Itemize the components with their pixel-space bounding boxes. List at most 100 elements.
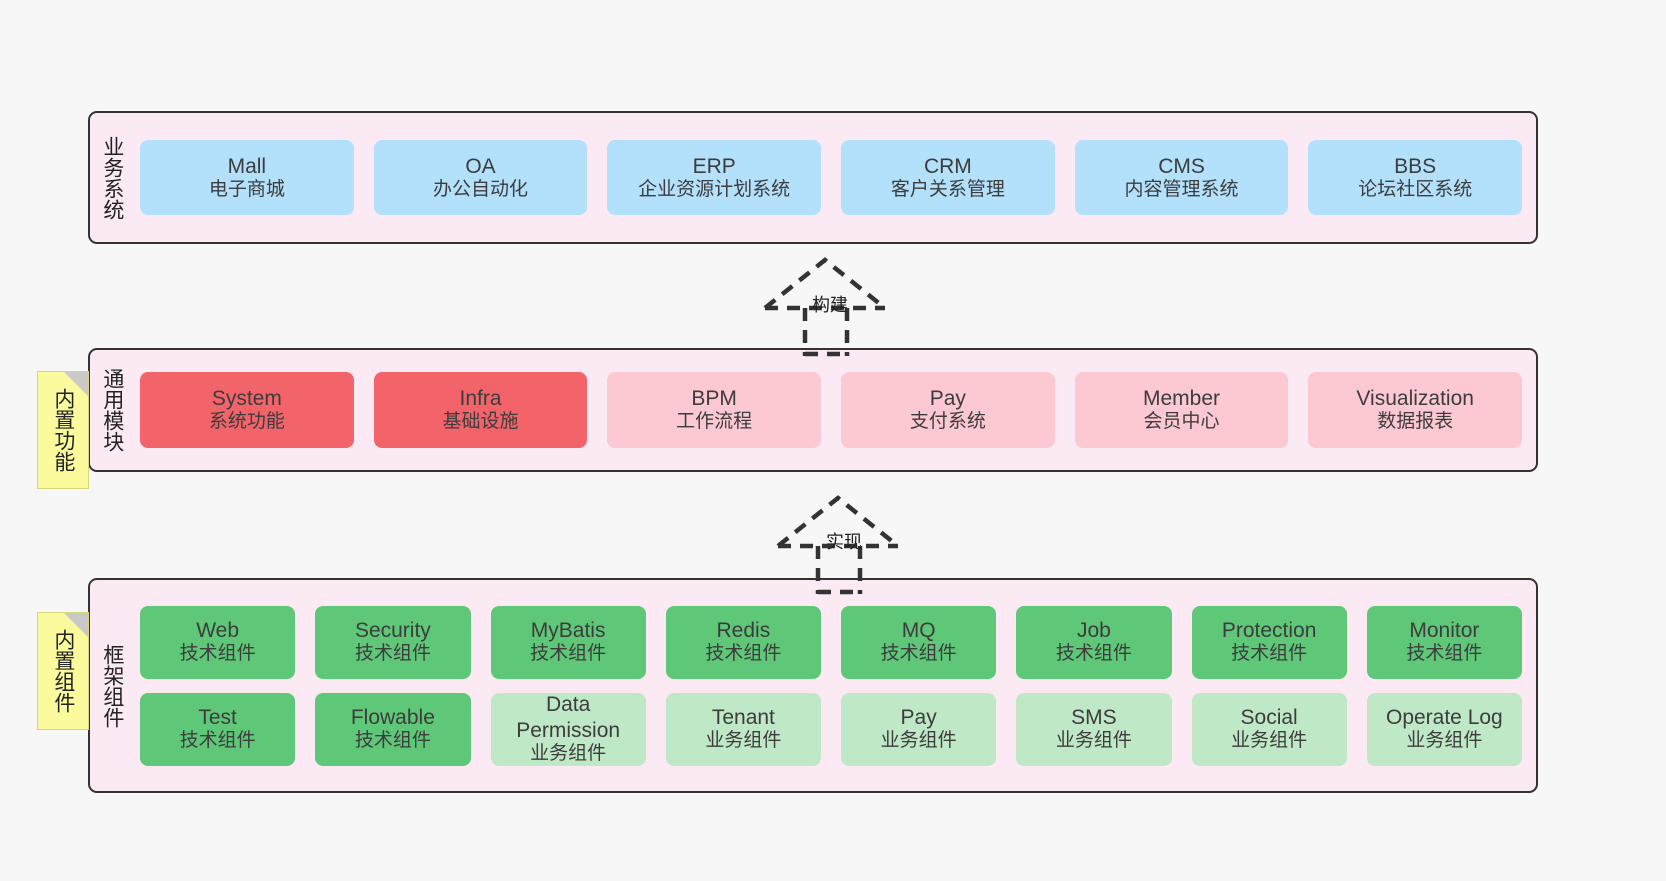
connector-build-arrow (763, 257, 887, 357)
node-security-cn: 技术组件 (354, 643, 431, 665)
node-flowable-en: Flowable (350, 706, 435, 729)
note-builtin-components: 内置组件 (37, 612, 89, 730)
node-cms-en: CMS (1158, 154, 1205, 178)
node-operate-log[interactable]: Operate Log 业务组件 (1366, 692, 1522, 766)
layer-business-body: Mall 电子商城 OA 办公自动化 ERP 企业资源计划系统 CRM 客户关系… (134, 113, 1536, 242)
node-mall-en: Mall (227, 154, 267, 178)
node-redis[interactable]: Redis 技术组件 (665, 605, 821, 679)
node-mq[interactable]: MQ 技术组件 (841, 605, 997, 679)
node-monitor[interactable]: Monitor 技术组件 (1366, 605, 1522, 679)
node-job-en: Job (1076, 619, 1111, 642)
node-web[interactable]: Web 技术组件 (140, 605, 296, 679)
node-web-en: Web (196, 619, 240, 642)
node-pay-module-cn: 支付系统 (909, 411, 986, 433)
node-pay-module[interactable]: Pay 支付系统 (841, 372, 1055, 448)
node-protection[interactable]: Protection 技术组件 (1191, 605, 1347, 679)
node-bbs-cn: 论坛社区系统 (1358, 178, 1473, 200)
node-pay-component-en: Pay (900, 706, 937, 729)
node-member[interactable]: Member 会员中心 (1074, 372, 1289, 448)
node-mall[interactable]: Mall 电子商城 (140, 140, 354, 215)
node-system-cn: 系统功能 (208, 411, 285, 433)
node-crm[interactable]: CRM 客户关系管理 (841, 140, 1055, 215)
node-mall-cn: 电子商城 (208, 178, 285, 200)
node-redis-cn: 技术组件 (705, 643, 782, 665)
node-member-en: Member (1143, 387, 1221, 410)
note-builtin-functions: 内置功能 (37, 371, 89, 489)
node-oa-en: OA (465, 154, 496, 178)
node-social-cn: 业务组件 (1231, 730, 1308, 752)
node-system-en: System (211, 387, 282, 410)
node-flowable-cn: 技术组件 (354, 730, 431, 752)
layer-business-systems: 业务系统 Mall 电子商城 OA 办公自动化 ERP 企业资源计划系统 CRM… (88, 111, 1538, 244)
node-protection-cn: 技术组件 (1231, 643, 1308, 665)
node-flowable[interactable]: Flowable 技术组件 (315, 692, 471, 766)
node-job-cn: 技术组件 (1055, 643, 1132, 665)
node-mybatis[interactable]: MyBatis 技术组件 (490, 605, 646, 679)
connector-build-label: 构建 (812, 295, 848, 315)
node-operate-log-en: Operate Log (1385, 706, 1503, 729)
node-data-permission[interactable]: Data Permission 业务组件 (490, 692, 646, 766)
node-sms-cn: 业务组件 (1055, 730, 1132, 752)
node-erp-cn: 企业资源计划系统 (638, 178, 791, 200)
node-bpm-cn: 工作流程 (676, 411, 753, 433)
node-infra[interactable]: Infra 基础设施 (373, 372, 588, 448)
node-social[interactable]: Social 业务组件 (1191, 692, 1347, 766)
node-bbs[interactable]: BBS 论坛社区系统 (1308, 140, 1523, 215)
framework-business-row: Test 技术组件 Flowable 技术组件 Data Permission … (140, 692, 1522, 766)
node-monitor-en: Monitor (1409, 619, 1480, 642)
node-erp[interactable]: ERP 企业资源计划系统 (607, 140, 822, 215)
node-infra-cn: 基础设施 (442, 411, 519, 433)
node-bpm[interactable]: BPM 工作流程 (607, 372, 822, 448)
connector-implement-arrow (776, 495, 900, 595)
layer-framework-title: 框架组件 (100, 643, 124, 728)
node-data-permission-en: Data Permission (516, 693, 621, 742)
layer-business-title: 业务系统 (100, 135, 124, 220)
business-node-row: Mall 电子商城 OA 办公自动化 ERP 企业资源计划系统 CRM 客户关系… (140, 140, 1523, 215)
node-operate-log-cn: 业务组件 (1406, 730, 1483, 752)
layer-common-title: 通用模块 (100, 368, 124, 452)
node-test-cn: 技术组件 (179, 730, 256, 752)
node-mq-en: MQ (901, 619, 936, 642)
note-builtin-functions-text: 内置功能 (51, 388, 75, 472)
node-tenant-en: Tenant (711, 706, 775, 729)
layer-common-body: System 系统功能 Infra 基础设施 BPM 工作流程 Pay 支付系统… (134, 350, 1536, 470)
node-test[interactable]: Test 技术组件 (140, 692, 296, 766)
node-data-permission-cn: 业务组件 (530, 742, 607, 764)
node-visualization[interactable]: Visualization 数据报表 (1308, 372, 1523, 448)
node-social-en: Social (1240, 706, 1298, 729)
connector-implement-label: 实现 (826, 532, 862, 552)
node-cms-cn: 内容管理系统 (1124, 178, 1239, 200)
node-tenant[interactable]: Tenant 业务组件 (665, 692, 821, 766)
node-monitor-cn: 技术组件 (1406, 643, 1483, 665)
node-visualization-cn: 数据报表 (1377, 411, 1454, 433)
node-oa-cn: 办公自动化 (433, 178, 529, 200)
layer-common-modules: 通用模块 System 系统功能 Infra 基础设施 BPM 工作流程 Pay… (88, 348, 1538, 472)
node-sms[interactable]: SMS 业务组件 (1016, 692, 1172, 766)
node-bpm-en: BPM (691, 387, 737, 410)
node-mq-cn: 技术组件 (880, 643, 957, 665)
node-pay-component[interactable]: Pay 业务组件 (841, 692, 997, 766)
node-bbs-en: BBS (1394, 154, 1437, 178)
node-mybatis-cn: 技术组件 (530, 643, 607, 665)
node-cms[interactable]: CMS 内容管理系统 (1074, 140, 1289, 215)
node-security[interactable]: Security 技术组件 (315, 605, 471, 679)
node-sms-en: SMS (1071, 706, 1117, 729)
common-node-row: System 系统功能 Infra 基础设施 BPM 工作流程 Pay 支付系统… (140, 372, 1523, 448)
node-web-cn: 技术组件 (179, 643, 256, 665)
node-tenant-cn: 业务组件 (705, 730, 782, 752)
node-job[interactable]: Job 技术组件 (1016, 605, 1172, 679)
layer-framework-body: Web 技术组件 Security 技术组件 MyBatis 技术组件 Redi… (134, 580, 1536, 791)
framework-tech-row: Web 技术组件 Security 技术组件 MyBatis 技术组件 Redi… (140, 605, 1522, 679)
node-oa[interactable]: OA 办公自动化 (373, 140, 588, 215)
node-mybatis-en: MyBatis (530, 619, 606, 642)
node-system[interactable]: System 系统功能 (140, 372, 354, 448)
note-fold-corner-icon (64, 372, 88, 396)
node-security-en: Security (354, 619, 431, 642)
node-pay-component-cn: 业务组件 (880, 730, 957, 752)
node-visualization-en: Visualization (1356, 387, 1474, 410)
node-redis-en: Redis (716, 619, 771, 642)
node-protection-en: Protection (1221, 619, 1317, 642)
node-infra-en: Infra (459, 387, 502, 410)
node-crm-en: CRM (923, 154, 972, 178)
